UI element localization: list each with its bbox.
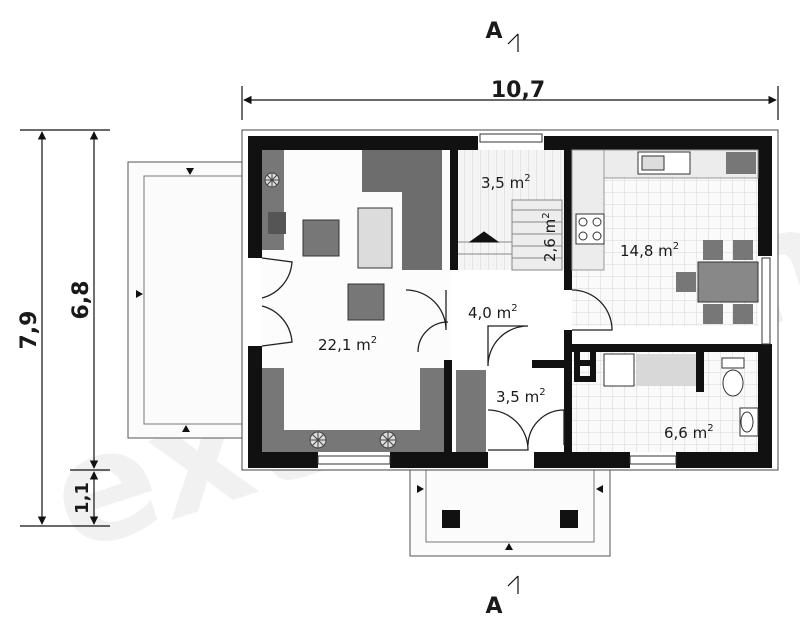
windows: [317, 133, 771, 465]
room-area-stairs: 3,5 m2: [481, 173, 531, 192]
section-marker-top: A: [485, 19, 519, 52]
dimension-house-depth: 6,8: [69, 281, 94, 320]
toilet-icon: [721, 357, 745, 397]
living-furniture: [262, 150, 486, 452]
dimension-total-depth: 7,9: [17, 311, 42, 350]
terrace: [127, 161, 243, 439]
room-area-hall: 4,0 m2: [468, 303, 518, 322]
room-area-kitchen: 14,8 m2: [620, 241, 679, 260]
dimension-lines: [20, 86, 779, 527]
sink-icon: [739, 407, 759, 437]
outer-walls: [248, 136, 772, 468]
doors: [261, 257, 613, 451]
svg-text:A: A: [485, 594, 502, 619]
room-area-bathroom: 6,6 m2: [664, 423, 714, 442]
room-area-stair-small: 2,6 m2: [541, 212, 559, 262]
dimension-porch-depth: 1,1: [72, 482, 93, 514]
bathroom-fixtures: [603, 353, 759, 437]
stair-details: [458, 199, 563, 271]
porch: [409, 469, 611, 557]
plant-icon: [264, 172, 280, 188]
room-area-entry: 3,5 m2: [496, 387, 546, 406]
svg-text:A: A: [485, 19, 502, 44]
interior-walls: [444, 150, 758, 452]
room-area-living: 22,1 m2: [318, 335, 377, 354]
plant-icon: [379, 431, 397, 449]
dimension-width: 10,7: [491, 78, 545, 103]
section-marker-bottom: A: [485, 575, 519, 619]
plant-icon: [309, 431, 327, 449]
kitchen-furniture: [571, 149, 759, 324]
